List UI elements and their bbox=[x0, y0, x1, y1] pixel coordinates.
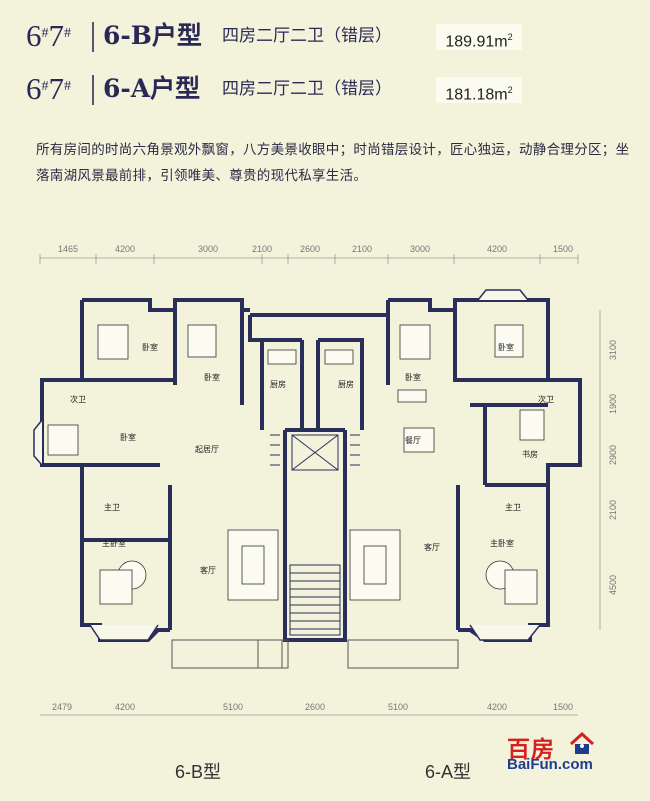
label-6a: 6-A型 bbox=[425, 762, 472, 782]
bay-windows bbox=[33, 289, 541, 641]
room-main-bath-left: 主卫 bbox=[104, 502, 120, 512]
baifun-logo: 百房 BaiFun.com bbox=[507, 730, 625, 776]
right-dim-0: 3100 bbox=[608, 340, 618, 360]
unit-description: 四房二厅二卫（错层） bbox=[222, 79, 392, 99]
unit-type: 6-B户型 bbox=[103, 21, 202, 50]
room-bed-1: 卧室 bbox=[142, 342, 158, 352]
room-dining: 餐厅 bbox=[405, 436, 421, 445]
room-kitchen-left: 厨房 bbox=[270, 379, 286, 389]
room-bed-3: 卧室 bbox=[120, 432, 136, 442]
dimension-lines bbox=[39, 254, 601, 716]
room-second-bath-left: 次卫 bbox=[70, 394, 86, 404]
room-bed-5: 卧室 bbox=[498, 342, 514, 352]
room-bed-4: 卧室 bbox=[405, 372, 421, 382]
logo-cn: 百房 bbox=[507, 737, 555, 763]
room-bed-2: 卧室 bbox=[204, 372, 220, 382]
room-main-bath-right: 主卫 bbox=[505, 502, 521, 512]
bottom-dimensions: 2479 4200 5100 2600 5100 4200 1500 bbox=[52, 702, 573, 712]
top-dim-4: 2600 bbox=[300, 244, 320, 254]
header-divider bbox=[92, 22, 94, 52]
room-labels: 卧室 卧室 卧室 卧室 卧室 次卫 次卫 厨房 厨房 起居厅 餐厅 书房 主卫 … bbox=[70, 342, 554, 575]
unit-description: 四房二厅二卫（错层） bbox=[222, 26, 392, 46]
building-number: 6#7# bbox=[26, 71, 71, 106]
unit-area: 189.91m2 bbox=[436, 24, 522, 50]
bottom-dim-2: 5100 bbox=[223, 702, 243, 712]
top-dim-0: 1465 bbox=[58, 244, 78, 254]
right-dim-3: 2100 bbox=[608, 500, 618, 520]
header-divider bbox=[92, 75, 94, 105]
top-dim-8: 1500 bbox=[553, 244, 573, 254]
top-dim-3: 2100 bbox=[252, 244, 272, 254]
stairs bbox=[270, 434, 360, 636]
room-hall-left: 客厅 bbox=[200, 565, 216, 575]
furniture bbox=[47, 324, 545, 605]
bottom-dim-3: 2600 bbox=[305, 702, 325, 712]
top-dim-1: 4200 bbox=[115, 244, 135, 254]
room-hall-right: 客厅 bbox=[424, 542, 440, 552]
room-kitchen-right: 厨房 bbox=[338, 379, 354, 389]
right-dim-2: 2900 bbox=[608, 445, 618, 465]
unit-type: 6-A户型 bbox=[103, 74, 201, 103]
walls bbox=[40, 298, 582, 642]
label-6b: 6-B型 bbox=[175, 762, 222, 782]
right-dim-1: 1900 bbox=[608, 394, 618, 414]
intro-text: 所有房间的时尚六角景观外飘窗，八方美景收眼中；时尚错层设计，匠心独运，动静合理分… bbox=[36, 142, 630, 184]
header-row-a: 6#7# 6-A户型 四房二厅二卫（错层） 181.18m2 bbox=[0, 69, 650, 109]
unit-area: 181.18m2 bbox=[436, 77, 522, 103]
room-study: 书房 bbox=[522, 449, 538, 459]
floor-plan: 1465 4200 3000 2100 2600 2100 3000 4200 1500 247… bbox=[33, 244, 618, 716]
right-dimensions: 3100 1900 2900 2100 4500 bbox=[608, 340, 618, 595]
top-dim-5: 2100 bbox=[352, 244, 372, 254]
room-living: 起居厅 bbox=[195, 445, 219, 454]
right-dim-4: 4500 bbox=[608, 575, 618, 595]
top-dim-6: 3000 bbox=[410, 244, 430, 254]
header-row-b: 6#7# 6-B户型 四房二厅二卫（错层） 189.91m2 bbox=[0, 16, 650, 56]
room-second-bath-right: 次卫 bbox=[538, 394, 554, 404]
top-dim-2: 3000 bbox=[198, 244, 218, 254]
building-number: 6#7# bbox=[26, 18, 71, 53]
bottom-dim-6: 1500 bbox=[553, 702, 573, 712]
bottom-dim-4: 5100 bbox=[388, 702, 408, 712]
bottom-dim-0: 2479 bbox=[52, 702, 72, 712]
room-master-bed-right: 主卧室 bbox=[490, 538, 514, 548]
bottom-dim-5: 4200 bbox=[487, 702, 507, 712]
house-icon bbox=[569, 732, 595, 754]
top-dimensions: 1465 4200 3000 2100 2600 2100 3000 4200 1500 bbox=[58, 244, 573, 254]
room-master-bed-left: 主卧室 bbox=[102, 538, 126, 548]
balconies bbox=[171, 639, 459, 669]
logo-en: BaiFun.com bbox=[507, 756, 593, 773]
top-dim-7: 4200 bbox=[487, 244, 507, 254]
bottom-dim-1: 4200 bbox=[115, 702, 135, 712]
